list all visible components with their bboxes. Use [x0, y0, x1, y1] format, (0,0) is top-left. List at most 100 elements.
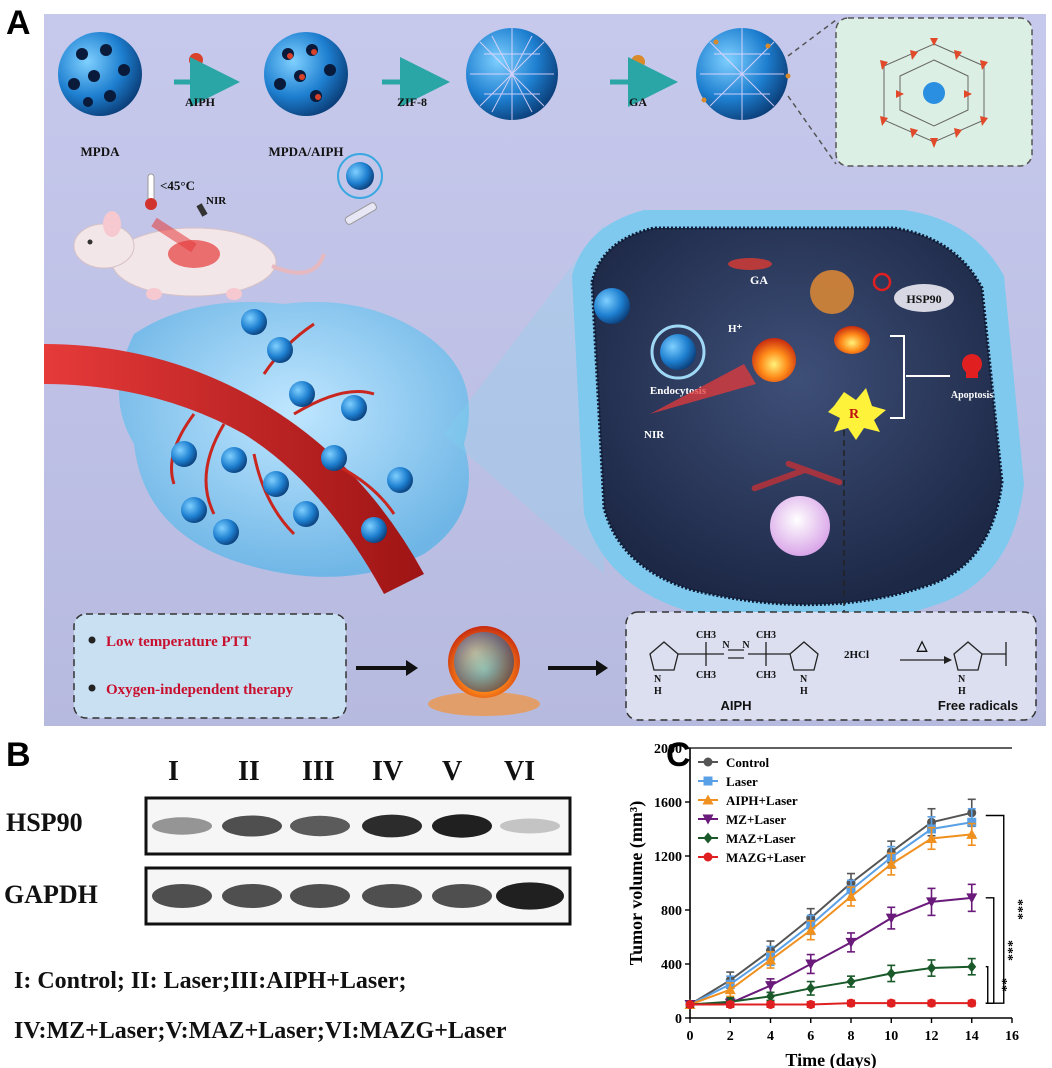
data-point [725, 1000, 735, 1009]
label-nh-3: N [958, 674, 966, 685]
label-apoptosis: Apoptosis [951, 390, 993, 401]
data-point [805, 959, 817, 970]
significance-maz-vs-mazg: ** [985, 966, 1009, 1004]
endosome [650, 324, 706, 380]
data-point [806, 982, 816, 994]
label-free-radicals: Free radicals [938, 698, 1018, 713]
data-point [967, 998, 977, 1008]
label-h-1: H [654, 686, 662, 697]
legend-item: MAZ+Laser [698, 831, 796, 846]
x-tick-label: 2 [727, 1029, 734, 1044]
protein-label-hsp90: HSP90 [6, 808, 83, 837]
data-point [846, 976, 856, 988]
legend-label: MAZG+Laser [726, 850, 806, 865]
legend-label: MAZ+Laser [726, 831, 796, 846]
hsp90-band [222, 815, 282, 837]
legend-label: AIPH+Laser [726, 793, 798, 808]
data-point [703, 832, 713, 844]
x-tick-label: 8 [848, 1029, 855, 1044]
panel-label-b: B [6, 736, 31, 774]
significance-bracket [985, 966, 989, 1004]
label-n-1: N [722, 640, 730, 651]
lane-label: V [442, 756, 463, 787]
cell-illustration [572, 210, 1024, 627]
benefits-box [73, 613, 347, 719]
data-point [846, 998, 856, 1008]
label-hsp90-cell: HSP90 [906, 292, 941, 306]
gapdh-band [290, 884, 350, 908]
y-tick-label: 800 [661, 904, 682, 919]
schematic-figure: MPDA AIPH MPDA/AIPH ZIF-8 GA [44, 14, 1046, 726]
ga-molecule-icon [631, 55, 645, 69]
legend-item: MAZG+Laser [698, 850, 806, 865]
hsp90-blot [144, 796, 572, 856]
label-temperature: <45°C [160, 178, 195, 193]
nucleus [770, 496, 830, 556]
series-line [689, 811, 972, 1006]
skull-icon [962, 354, 982, 378]
radical-burst-icon [828, 388, 886, 440]
y-axis-label: Tumor volume (mm³) [626, 801, 647, 965]
flame-icon [834, 326, 870, 354]
series-line [689, 965, 972, 1006]
legend-label: Laser [726, 774, 758, 789]
data-point [926, 832, 937, 843]
mpda-aiph-sphere [264, 32, 348, 116]
data-point [765, 954, 776, 965]
data-point [966, 828, 978, 839]
data-point [845, 891, 857, 901]
x-tick-label: 10 [884, 1029, 898, 1044]
heating-nanoparticle [752, 338, 796, 382]
data-point [724, 984, 736, 995]
data-point [806, 1000, 816, 1009]
lane-label: VI [504, 756, 536, 787]
blood-vessel [44, 344, 424, 594]
label-delta: △ [916, 639, 929, 654]
label-zif8: ZIF-8 [397, 95, 427, 109]
data-point [766, 990, 775, 1002]
series-line [690, 1002, 972, 1006]
significance-mz-vs-mazg: *** [985, 897, 1015, 1004]
y-tick-label: 2000 [654, 742, 682, 757]
data-point [885, 913, 897, 924]
label-2hcl: 2HCl [844, 649, 869, 661]
data-point [805, 924, 817, 935]
mouse-illustration [73, 211, 326, 300]
label-h-plus: H⁺ [728, 323, 743, 335]
lane-legend-line1: I: Control; II: Laser;III:AIPH+Laser; [14, 968, 407, 994]
gapdh-band [152, 884, 212, 908]
significance-label: ** [994, 978, 1009, 992]
x-tick-label: 4 [767, 1029, 774, 1044]
data-point [703, 776, 713, 786]
data-point [885, 858, 897, 869]
label-nh-2: N [800, 674, 808, 685]
label-ga-cell: GA [750, 273, 768, 287]
aiph-chemistry-box [625, 611, 1037, 721]
significance-label: *** [1010, 899, 1025, 920]
label-aiph-step: AIPH [185, 95, 216, 109]
significance-label: *** [1000, 940, 1015, 961]
cell-entry-nanoparticle [594, 288, 630, 324]
series-aiph-laser [684, 822, 978, 1009]
data-point [703, 757, 713, 767]
gapdh-band [362, 884, 422, 908]
data-point [966, 893, 978, 904]
x-tick-label: 0 [687, 1029, 694, 1044]
gapdh-band [432, 884, 492, 908]
thermometer-icon [145, 173, 157, 210]
significance-bracket [985, 814, 1005, 1004]
lane-label: II [238, 756, 260, 787]
series-line [689, 833, 972, 1006]
zif8-coated-sphere [466, 28, 558, 120]
label-ch3-3: CH3 [756, 630, 776, 641]
y-tick-label: 1200 [654, 850, 682, 865]
legend-label: Control [726, 755, 769, 770]
data-point [967, 961, 977, 973]
label-n-2: N [742, 640, 750, 651]
label-h-3: H [958, 686, 966, 697]
hsp90-band [432, 814, 492, 838]
legend-label: MZ+Laser [726, 812, 786, 827]
data-point [765, 981, 776, 992]
x-tick-label: 6 [807, 1029, 814, 1044]
zif8-structure-inset [835, 17, 1033, 167]
